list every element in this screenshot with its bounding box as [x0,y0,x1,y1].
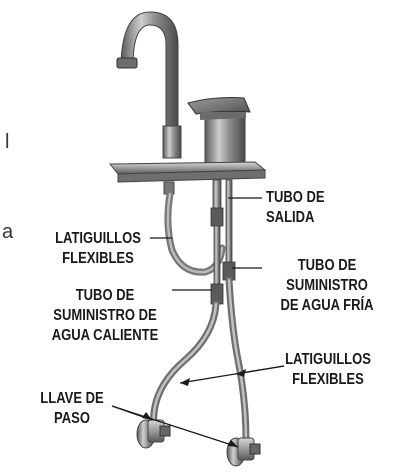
label-line: DE AGUA FRÍA [280,297,374,314]
label-line: LATIGUILLOS [285,351,371,368]
label-line: FLEXIBLES [292,371,364,388]
label-line: AGUA CALIENTE [51,327,159,344]
label-line: LATIGUILLOS [55,230,141,247]
label-line: SUMINISTRO DE [53,307,157,324]
leader-arrowheads [142,369,246,447]
label-line: FLEXIBLES [62,250,134,267]
label-line: TUBO DE [297,257,357,274]
cold-supply-tube [222,179,236,281]
label-line: SALIDA [266,209,315,226]
label-llave-de-paso: LLAVE DE PASO [37,389,108,429]
label-tubo-suministro-agua-fria: TUBO DE SUMINISTRO DE AGUA FRÍA [277,256,376,316]
mixer-body [187,97,251,169]
deck-plate [108,161,267,195]
shutoff-valve-left [136,419,171,449]
label-line: TUBO DE [75,287,135,304]
outlet-tube [210,179,224,227]
hot-supply-tube [210,225,224,305]
label-line: SUMINISTRO [286,277,368,294]
label-latiguillos-flexibles-right: LATIGUILLOS FLEXIBLES [284,350,371,390]
label-line: LLAVE DE [40,390,104,407]
label-line: PASO [54,410,90,427]
edge-fragment-bottom: a [2,221,14,243]
label-tubo-de-salida: TUBO DE SALIDA [266,188,325,228]
label-latiguillos-flexibles-left: LATIGUILLOS FLEXIBLES [49,229,146,269]
shutoff-valve-right [226,437,261,467]
lower-flex-hoses [150,276,250,444]
label-tubo-suministro-agua-caliente: TUBO DE SUMINISTRO DE AGUA CALIENTE [50,286,159,346]
label-line: TUBO DE [266,189,325,206]
spout [116,11,182,159]
edge-fragment-top: l [5,131,10,153]
